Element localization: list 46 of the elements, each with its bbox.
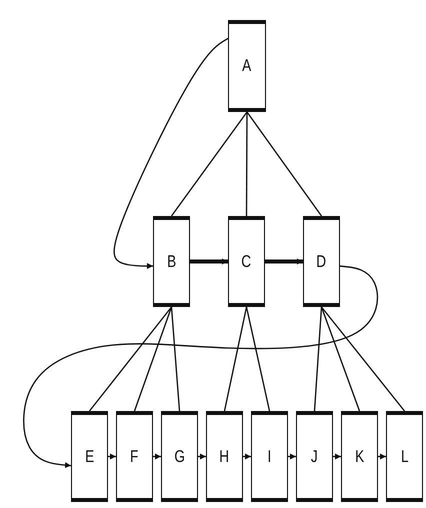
tree-line (88, 306, 172, 412)
node-label: H (220, 446, 230, 466)
tree-line (246, 306, 270, 412)
node-box (153, 216, 190, 307)
node-label: C (242, 252, 252, 272)
tree-line (170, 112, 248, 216)
node-label: G (174, 446, 185, 466)
arrow (243, 454, 251, 460)
node-box (228, 20, 266, 112)
tree-line (321, 306, 405, 412)
tree-line (246, 112, 322, 216)
arrow (108, 454, 116, 460)
arrow (265, 258, 303, 264)
arrow (190, 258, 228, 264)
node-label: F (130, 446, 139, 466)
node-label: B (166, 252, 176, 272)
node-box (228, 216, 265, 307)
tree-line (246, 112, 248, 216)
node-label: A (242, 56, 252, 76)
node-label: L (400, 446, 408, 466)
arrow (198, 454, 206, 460)
tree-line (134, 306, 172, 412)
node-box (296, 411, 333, 502)
tree-line (320, 306, 360, 412)
node-label: K (354, 446, 364, 466)
tree-line (314, 306, 322, 412)
node-label: D (316, 252, 326, 272)
node-box (116, 411, 153, 502)
node-box (161, 411, 198, 502)
arrow (333, 454, 341, 460)
tree-line (170, 306, 180, 412)
node-box (341, 411, 378, 502)
node-box (303, 216, 340, 307)
node-box (251, 411, 288, 502)
arrow (288, 454, 296, 460)
node-box (71, 411, 108, 502)
node-label: I (268, 446, 272, 466)
node-label: J (311, 446, 318, 466)
node-box (386, 411, 423, 502)
tree-line (224, 306, 248, 412)
node-label: E (84, 446, 94, 466)
arrow (23, 265, 378, 468)
arrow (153, 454, 161, 460)
arrow (378, 454, 386, 460)
node-box (206, 411, 243, 502)
arrow (114, 38, 228, 270)
